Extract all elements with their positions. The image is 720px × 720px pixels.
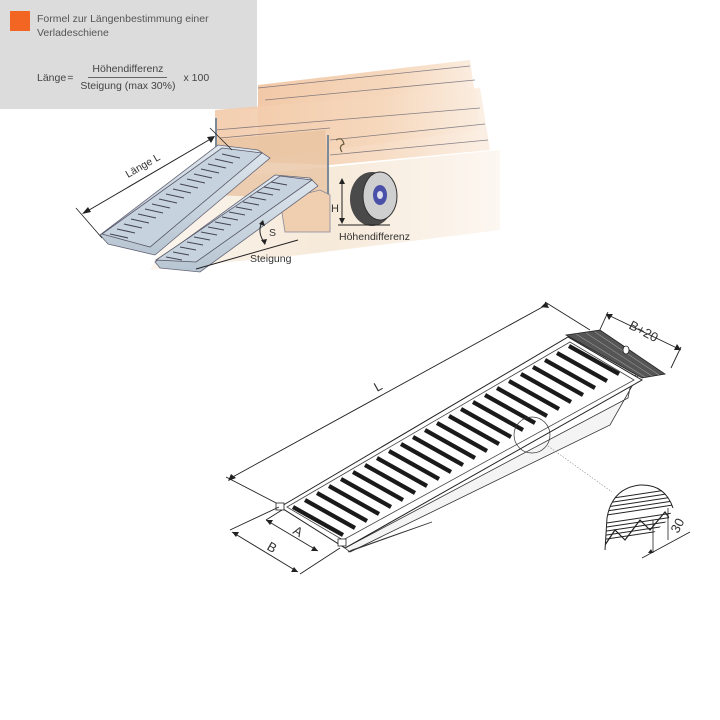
- height-caption: Höhendifferenz: [339, 231, 410, 243]
- formula-denominator: Steigung (max 30%): [80, 80, 176, 92]
- length-formula: Länge = Höhendifferenz Steigung (max 30%…: [37, 63, 209, 92]
- length-dimension-label: L: [371, 378, 385, 395]
- formula-lhs: Länge: [37, 71, 67, 84]
- top-width-label: B+20: [627, 317, 661, 345]
- formula-equals: =: [67, 71, 74, 84]
- formula-numerator: Höhendifferenz: [88, 63, 168, 78]
- formula-multiplier: x 100: [183, 71, 210, 84]
- formula-info-box: Formel zur Längenbestimmung einer Verlad…: [0, 0, 257, 109]
- slope-label: S: [269, 227, 276, 239]
- orange-marker-icon: [10, 11, 30, 31]
- profile-height-label: 30: [667, 516, 687, 536]
- slope-caption: Steigung: [250, 253, 292, 265]
- formula-fraction: Höhendifferenz Steigung (max 30%): [76, 63, 179, 92]
- inner-width-label: A: [291, 523, 306, 540]
- height-label: H: [331, 203, 339, 215]
- info-title: Formel zur Längenbestimmung einer Verlad…: [37, 13, 209, 39]
